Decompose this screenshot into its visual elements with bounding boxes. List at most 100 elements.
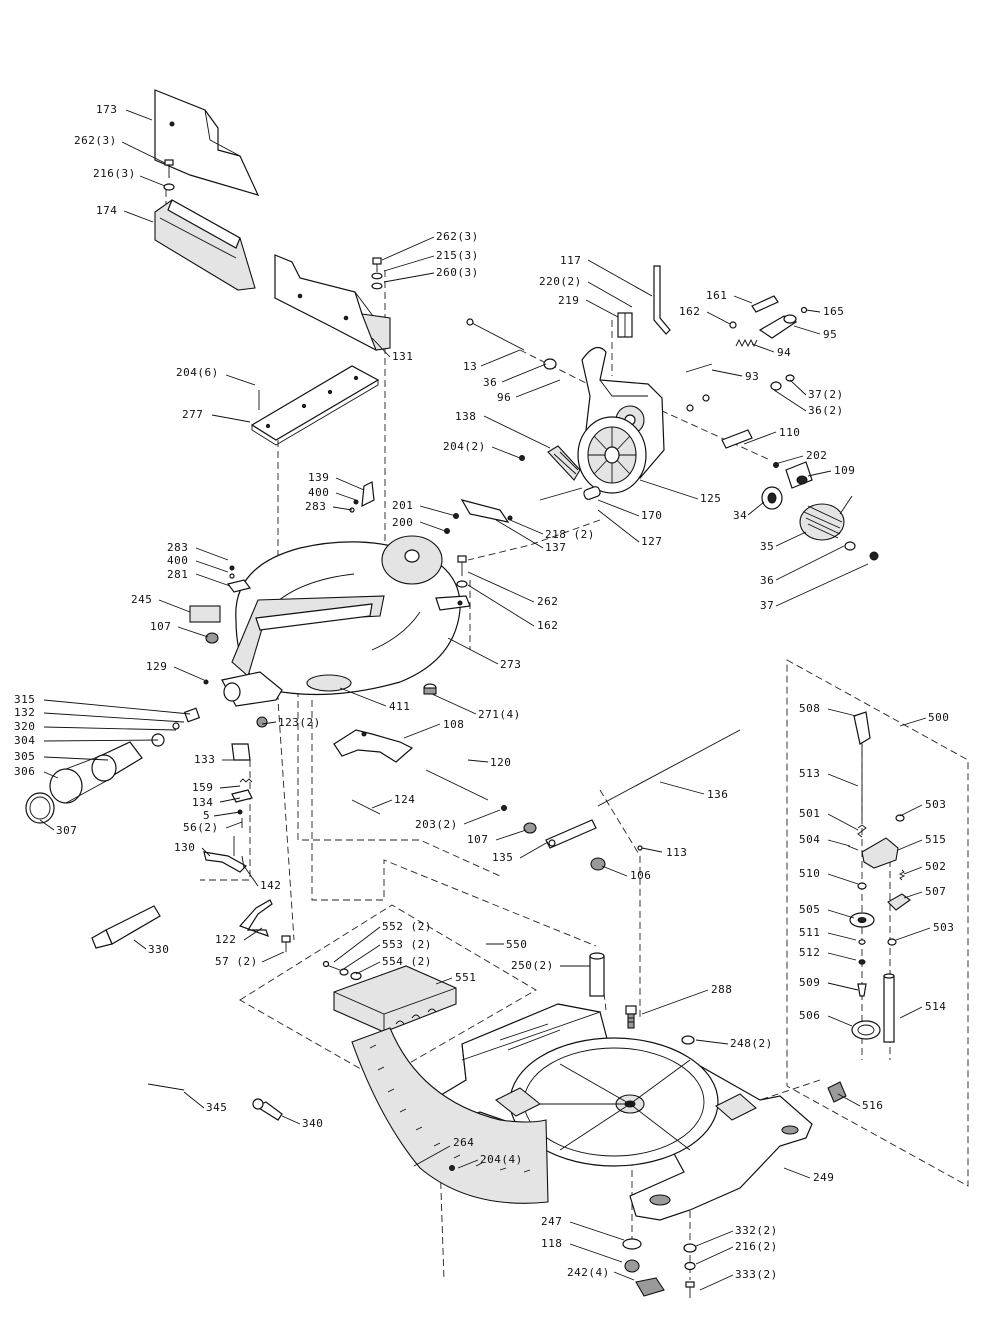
knob-95 bbox=[758, 314, 798, 339]
part-callout-c37a: 37(2) bbox=[808, 388, 844, 401]
part-callout-c264: 264 bbox=[453, 1136, 474, 1149]
callout-leader bbox=[805, 309, 821, 313]
bushing-106 bbox=[590, 857, 606, 871]
callout-leader bbox=[219, 797, 241, 803]
callout-leader bbox=[419, 505, 457, 517]
callout-leader bbox=[903, 866, 923, 875]
part-callout-c34: 34 bbox=[733, 509, 747, 522]
washer-36-b bbox=[770, 381, 782, 391]
callout-leader bbox=[133, 939, 147, 950]
callout-leader bbox=[332, 506, 353, 511]
part-callout-c56: 56(2) bbox=[183, 821, 219, 834]
part-113 bbox=[637, 845, 643, 851]
part-callout-c219: 219 bbox=[558, 294, 579, 307]
guide-line bbox=[599, 789, 641, 1020]
callout-leader bbox=[827, 952, 857, 961]
part-callout-c124: 124 bbox=[394, 793, 415, 806]
part-203 bbox=[501, 805, 507, 811]
callout-leader bbox=[403, 723, 441, 739]
post-250 bbox=[589, 952, 605, 997]
part-callout-c127: 127 bbox=[641, 535, 662, 548]
table-273 bbox=[221, 535, 471, 707]
part-callout-c204a: 204(6) bbox=[176, 366, 219, 379]
callout-leader bbox=[261, 721, 277, 725]
part-callout-c507: 507 bbox=[925, 885, 946, 898]
callout-leader bbox=[597, 509, 640, 543]
callout-leader bbox=[339, 687, 387, 707]
part-callout-c503a: 503 bbox=[925, 798, 946, 811]
part-callout-c281: 281 bbox=[167, 568, 188, 581]
callout-leader bbox=[789, 379, 807, 396]
part-callout-c36b: 36(2) bbox=[808, 404, 844, 417]
part-callout-c134: 134 bbox=[192, 796, 213, 809]
switch-parts bbox=[203, 743, 253, 873]
part-callout-c247: 247 bbox=[541, 1215, 562, 1228]
part-callout-c411: 411 bbox=[389, 700, 410, 713]
part-callout-c250: 250(2) bbox=[511, 959, 554, 972]
part-callout-c283b: 283 bbox=[167, 541, 188, 554]
callout-leader bbox=[641, 847, 663, 853]
callout-leader bbox=[383, 255, 435, 272]
part-callout-c108: 108 bbox=[443, 718, 464, 731]
part-callout-c170: 170 bbox=[641, 509, 662, 522]
callout-leader bbox=[747, 501, 765, 516]
callout-leader bbox=[225, 821, 243, 829]
bracket-138 bbox=[547, 445, 581, 481]
bolt-34 bbox=[539, 487, 583, 501]
part-callout-c35: 35 bbox=[760, 540, 774, 553]
callout-leader bbox=[827, 873, 859, 885]
part-callout-c131: 131 bbox=[392, 350, 413, 363]
part-callout-c249: 249 bbox=[813, 1171, 834, 1184]
callout-leader bbox=[173, 666, 205, 681]
part-callout-c200: 200 bbox=[392, 516, 413, 529]
bracket-219 bbox=[617, 312, 633, 338]
part-callout-c283a: 283 bbox=[305, 500, 326, 513]
callout-leader bbox=[121, 141, 166, 164]
part-callout-c330: 330 bbox=[148, 943, 169, 956]
bushing-107 bbox=[205, 632, 219, 644]
hex-key-345 bbox=[147, 1083, 185, 1091]
part-callout-c504: 504 bbox=[799, 833, 820, 846]
callout-leader bbox=[225, 374, 256, 386]
part-callout-c136: 136 bbox=[707, 788, 728, 801]
part-callout-c550: 550 bbox=[506, 938, 527, 951]
part-callout-c271: 271(4) bbox=[478, 708, 521, 721]
part-callout-c142: 142 bbox=[260, 879, 281, 892]
callout-leader bbox=[495, 829, 527, 841]
part-callout-c162b: 162 bbox=[537, 619, 558, 632]
callout-leader bbox=[43, 699, 191, 715]
part-callout-c512: 512 bbox=[799, 946, 820, 959]
callout-leader bbox=[695, 1246, 734, 1265]
callout-leader bbox=[793, 325, 821, 335]
callout-leader bbox=[597, 499, 640, 517]
callout-leader bbox=[827, 708, 857, 717]
callout-leader bbox=[837, 1093, 861, 1107]
callout-leader bbox=[467, 571, 535, 603]
callout-leader bbox=[243, 927, 263, 941]
callout-leader bbox=[587, 281, 633, 308]
callout-leader bbox=[177, 626, 209, 638]
screw-57 bbox=[281, 935, 291, 952]
rod-136 bbox=[597, 729, 741, 807]
callout-leader bbox=[43, 771, 59, 779]
guide-line bbox=[297, 690, 501, 877]
callout-leader bbox=[827, 932, 857, 941]
callout-leader bbox=[195, 560, 229, 573]
callout-leader bbox=[775, 545, 845, 581]
part-callout-c173: 173 bbox=[96, 103, 117, 116]
callout-leader bbox=[903, 891, 923, 899]
callout-leader bbox=[899, 1006, 923, 1019]
part-callout-c514: 514 bbox=[925, 1000, 946, 1013]
part-callout-c262c: 262 bbox=[537, 595, 558, 608]
part-callout-c262b: 262(3) bbox=[436, 230, 479, 243]
callout-leader bbox=[483, 415, 551, 449]
part-callout-c220: 220(2) bbox=[539, 275, 582, 288]
part-callout-c132: 132 bbox=[14, 706, 35, 719]
callout-leader bbox=[587, 259, 653, 297]
callout-leader bbox=[827, 982, 859, 991]
callout-leader bbox=[381, 236, 435, 261]
callout-leader bbox=[39, 819, 55, 831]
callout-leader bbox=[447, 637, 499, 665]
part-callout-c552: 552 (2) bbox=[382, 920, 432, 933]
callout-leader bbox=[501, 363, 547, 383]
